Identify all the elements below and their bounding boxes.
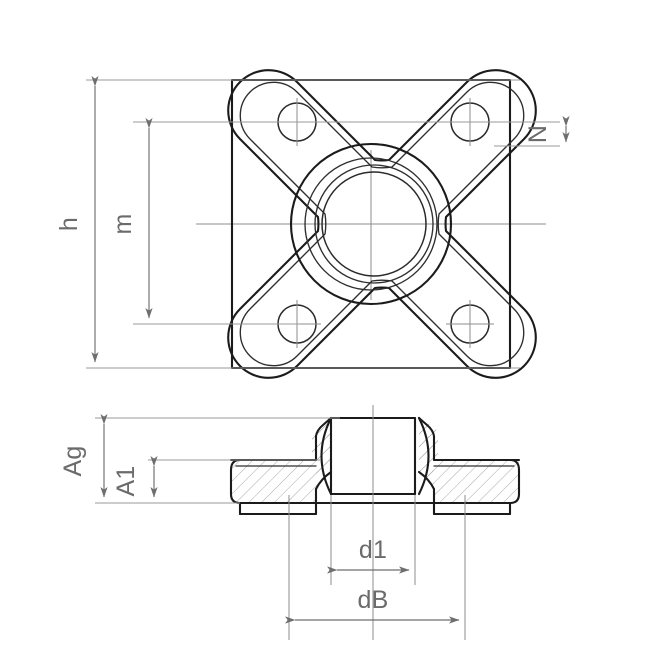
cross-arm-outer-profile — [227, 69, 537, 379]
hub-second-circle — [304, 157, 438, 291]
cross-arm-inner-profile — [239, 81, 525, 367]
front-view-extension-lines — [86, 79, 560, 369]
section-view: Ag A1 d1 dB — [59, 405, 521, 640]
bolt-holes — [273, 98, 494, 348]
right-hub-lower-relief — [417, 470, 436, 491]
dimension-m-label: m — [109, 213, 137, 234]
section-hatched-material — [231, 423, 519, 503]
dimension-n: N — [524, 116, 570, 143]
dimension-d1-label: d1 — [359, 536, 387, 564]
dimension-d1: d1 — [327, 536, 410, 574]
flange-arms — [227, 69, 537, 379]
right-hub-wall-outline — [417, 416, 436, 462]
dimension-ag-label: Ag — [59, 446, 87, 477]
dimension-a1: A1 — [112, 456, 158, 498]
left-hub-wall-outline — [314, 416, 333, 462]
front-view-center-lines — [196, 150, 546, 300]
section-center-lines — [288, 405, 466, 640]
dimension-a1-label: A1 — [112, 466, 140, 497]
hub-third-circle — [314, 164, 434, 284]
section-hatch-left — [231, 423, 331, 503]
dimension-n-label: N — [524, 125, 552, 143]
hub-bore-circle — [321, 171, 427, 277]
dimension-m: m — [109, 118, 153, 319]
center-hub-circles — [289, 142, 453, 306]
hub-outer-circle — [289, 142, 453, 306]
dimension-db: dB — [285, 586, 460, 624]
dimension-h: h — [55, 76, 99, 363]
section-right-outline — [417, 416, 521, 505]
left-hub-lower-relief — [314, 470, 333, 491]
section-hatch-right — [419, 423, 519, 503]
right-insert-race-curve — [417, 416, 430, 496]
dimension-db-label: dB — [358, 586, 389, 614]
section-underside-details — [238, 501, 512, 516]
left-insert-race-curve — [320, 416, 333, 496]
dimension-ag: Ag — [59, 414, 108, 498]
front-view: h m N — [55, 69, 570, 379]
dimension-h-label: h — [55, 217, 83, 231]
section-extension-lines — [95, 417, 340, 504]
right-flange-plate-outline — [417, 458, 521, 505]
